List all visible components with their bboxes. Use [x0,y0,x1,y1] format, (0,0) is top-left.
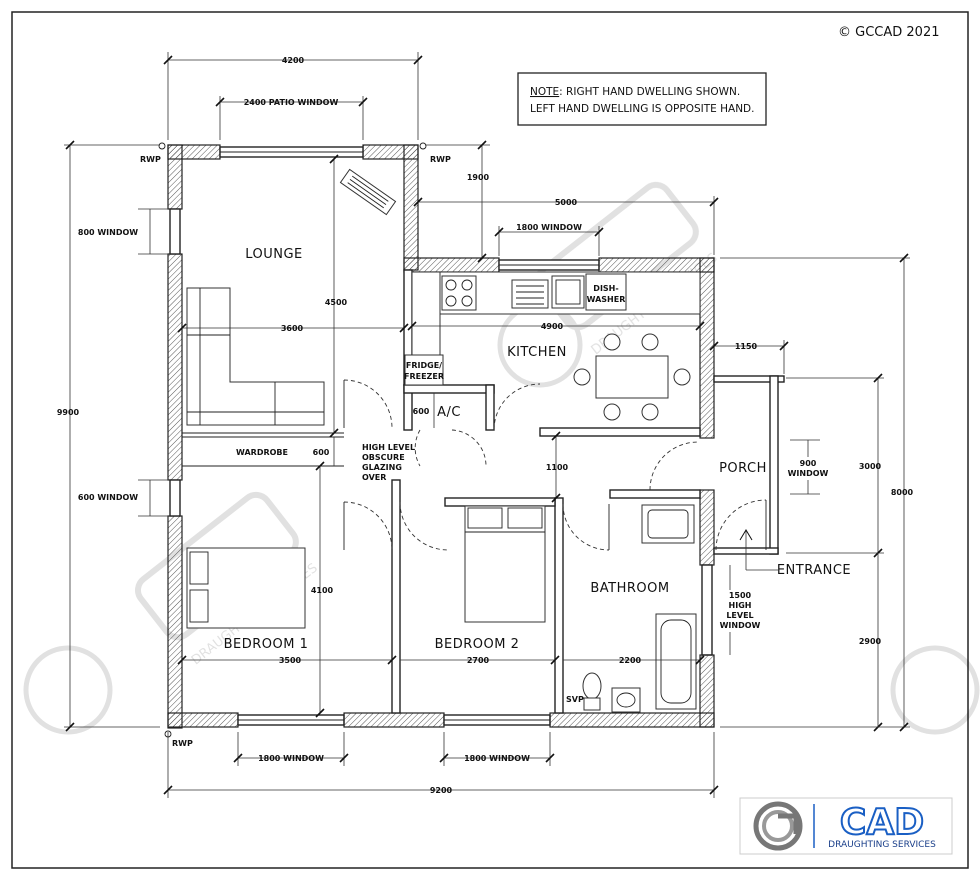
dim-2900: 2900 [859,637,882,646]
porch-window-label-2: WINDOW [788,469,829,478]
dim-4500: 4500 [325,298,348,307]
glazing-label-2: OBSCURE [362,453,405,462]
dim-4200: 4200 [282,56,305,65]
room-kitchen: KITCHEN [507,345,567,360]
entrance-label: ENTRANCE [777,563,851,578]
dim-3500: 3500 [279,656,302,665]
dishwasher-label-2: WASHER [587,295,626,304]
dim-1100: 1100 [546,463,569,472]
dim-4900: 4900 [541,322,564,331]
dim-1150: 1150 [735,342,758,351]
porch-window-label-1: 900 [800,459,817,468]
note-line-2: LEFT HAND DWELLING IS OPPOSITE HAND. [530,103,754,115]
dim-1900: 1900 [467,173,490,182]
hlw-label-1: 1500 [729,591,752,600]
svp-label: SVP [566,695,584,704]
dim-bed1-window: 1800 WINDOW [258,754,324,763]
dim-2200: 2200 [619,656,642,665]
note-line-1: NOTE: RIGHT HAND DWELLING SHOWN. [530,86,740,98]
dim-bed2-window: 1800 WINDOW [464,754,530,763]
dim-kitchen-window: 1800 WINDOW [516,223,582,232]
drawing-border [11,11,969,869]
rwp-label-top-left: RWP [140,155,161,164]
dim-600-wardrobe: 600 [313,448,330,457]
note-prefix: NOTE [530,86,559,98]
dim-3600: 3600 [281,324,304,333]
hlw-label-4: WINDOW [720,621,761,630]
dim-600-window: 600 WINDOW [78,493,138,502]
glazing-label-3: GLAZING [362,463,402,472]
room-porch: PORCH [719,461,767,476]
note-line-1-rest: : RIGHT HAND DWELLING SHOWN. [559,86,740,98]
external-walls [167,144,715,729]
dishwasher-label-1: DISH- [593,284,618,293]
furniture: DISH- WASHER FRIDGE/ FREEZER [186,168,701,713]
rwp-label-bottom-left: RWP [172,739,193,748]
dim-9900: 9900 [57,408,80,417]
dim-600-ac: 600 [413,407,430,416]
fridge-label-2: FREEZER [404,372,444,381]
logo-subtitle: DRAUGHTING SERVICES [828,840,936,850]
dim-2700: 2700 [467,656,490,665]
hlw-label-2: HIGH [729,601,752,610]
door-swings [343,379,767,551]
copyright-text: © GCCAD 2021 [838,25,939,40]
dim-3000: 3000 [859,462,882,471]
dimension-texts: 4200 2400 PATIO WINDOW 9900 800 WINDOW 6… [57,56,914,795]
glazing-label-1: HIGH LEVEL [362,443,415,452]
dim-9200: 9200 [430,786,453,795]
wardrobe-label: WARDROBE [236,448,288,457]
dim-4100: 4100 [311,586,334,595]
room-ac: A/C [437,405,461,420]
hlw-label-3: LEVEL [726,611,753,620]
dimension-lines [64,52,910,798]
room-bedroom-2: BEDROOM 2 [435,637,520,652]
room-bedroom-1: BEDROOM 1 [224,637,309,652]
dim-patio-window: 2400 PATIO WINDOW [244,98,339,107]
rwp-label-top-right: RWP [430,155,451,164]
logo-text: CAD [840,802,924,843]
dim-800-window: 800 WINDOW [78,228,138,237]
note-box [517,72,767,126]
room-lounge: LOUNGE [245,247,303,262]
dim-8000: 8000 [891,488,914,497]
company-logo: CAD DRAUGHTING SERVICES [739,797,953,855]
room-bathroom: BATHROOM [590,581,669,596]
dim-5000: 5000 [555,198,578,207]
logo-emblem [753,801,803,851]
fridge-label-1: FRIDGE/ [406,361,442,370]
glazing-label-4: OVER [362,473,386,482]
